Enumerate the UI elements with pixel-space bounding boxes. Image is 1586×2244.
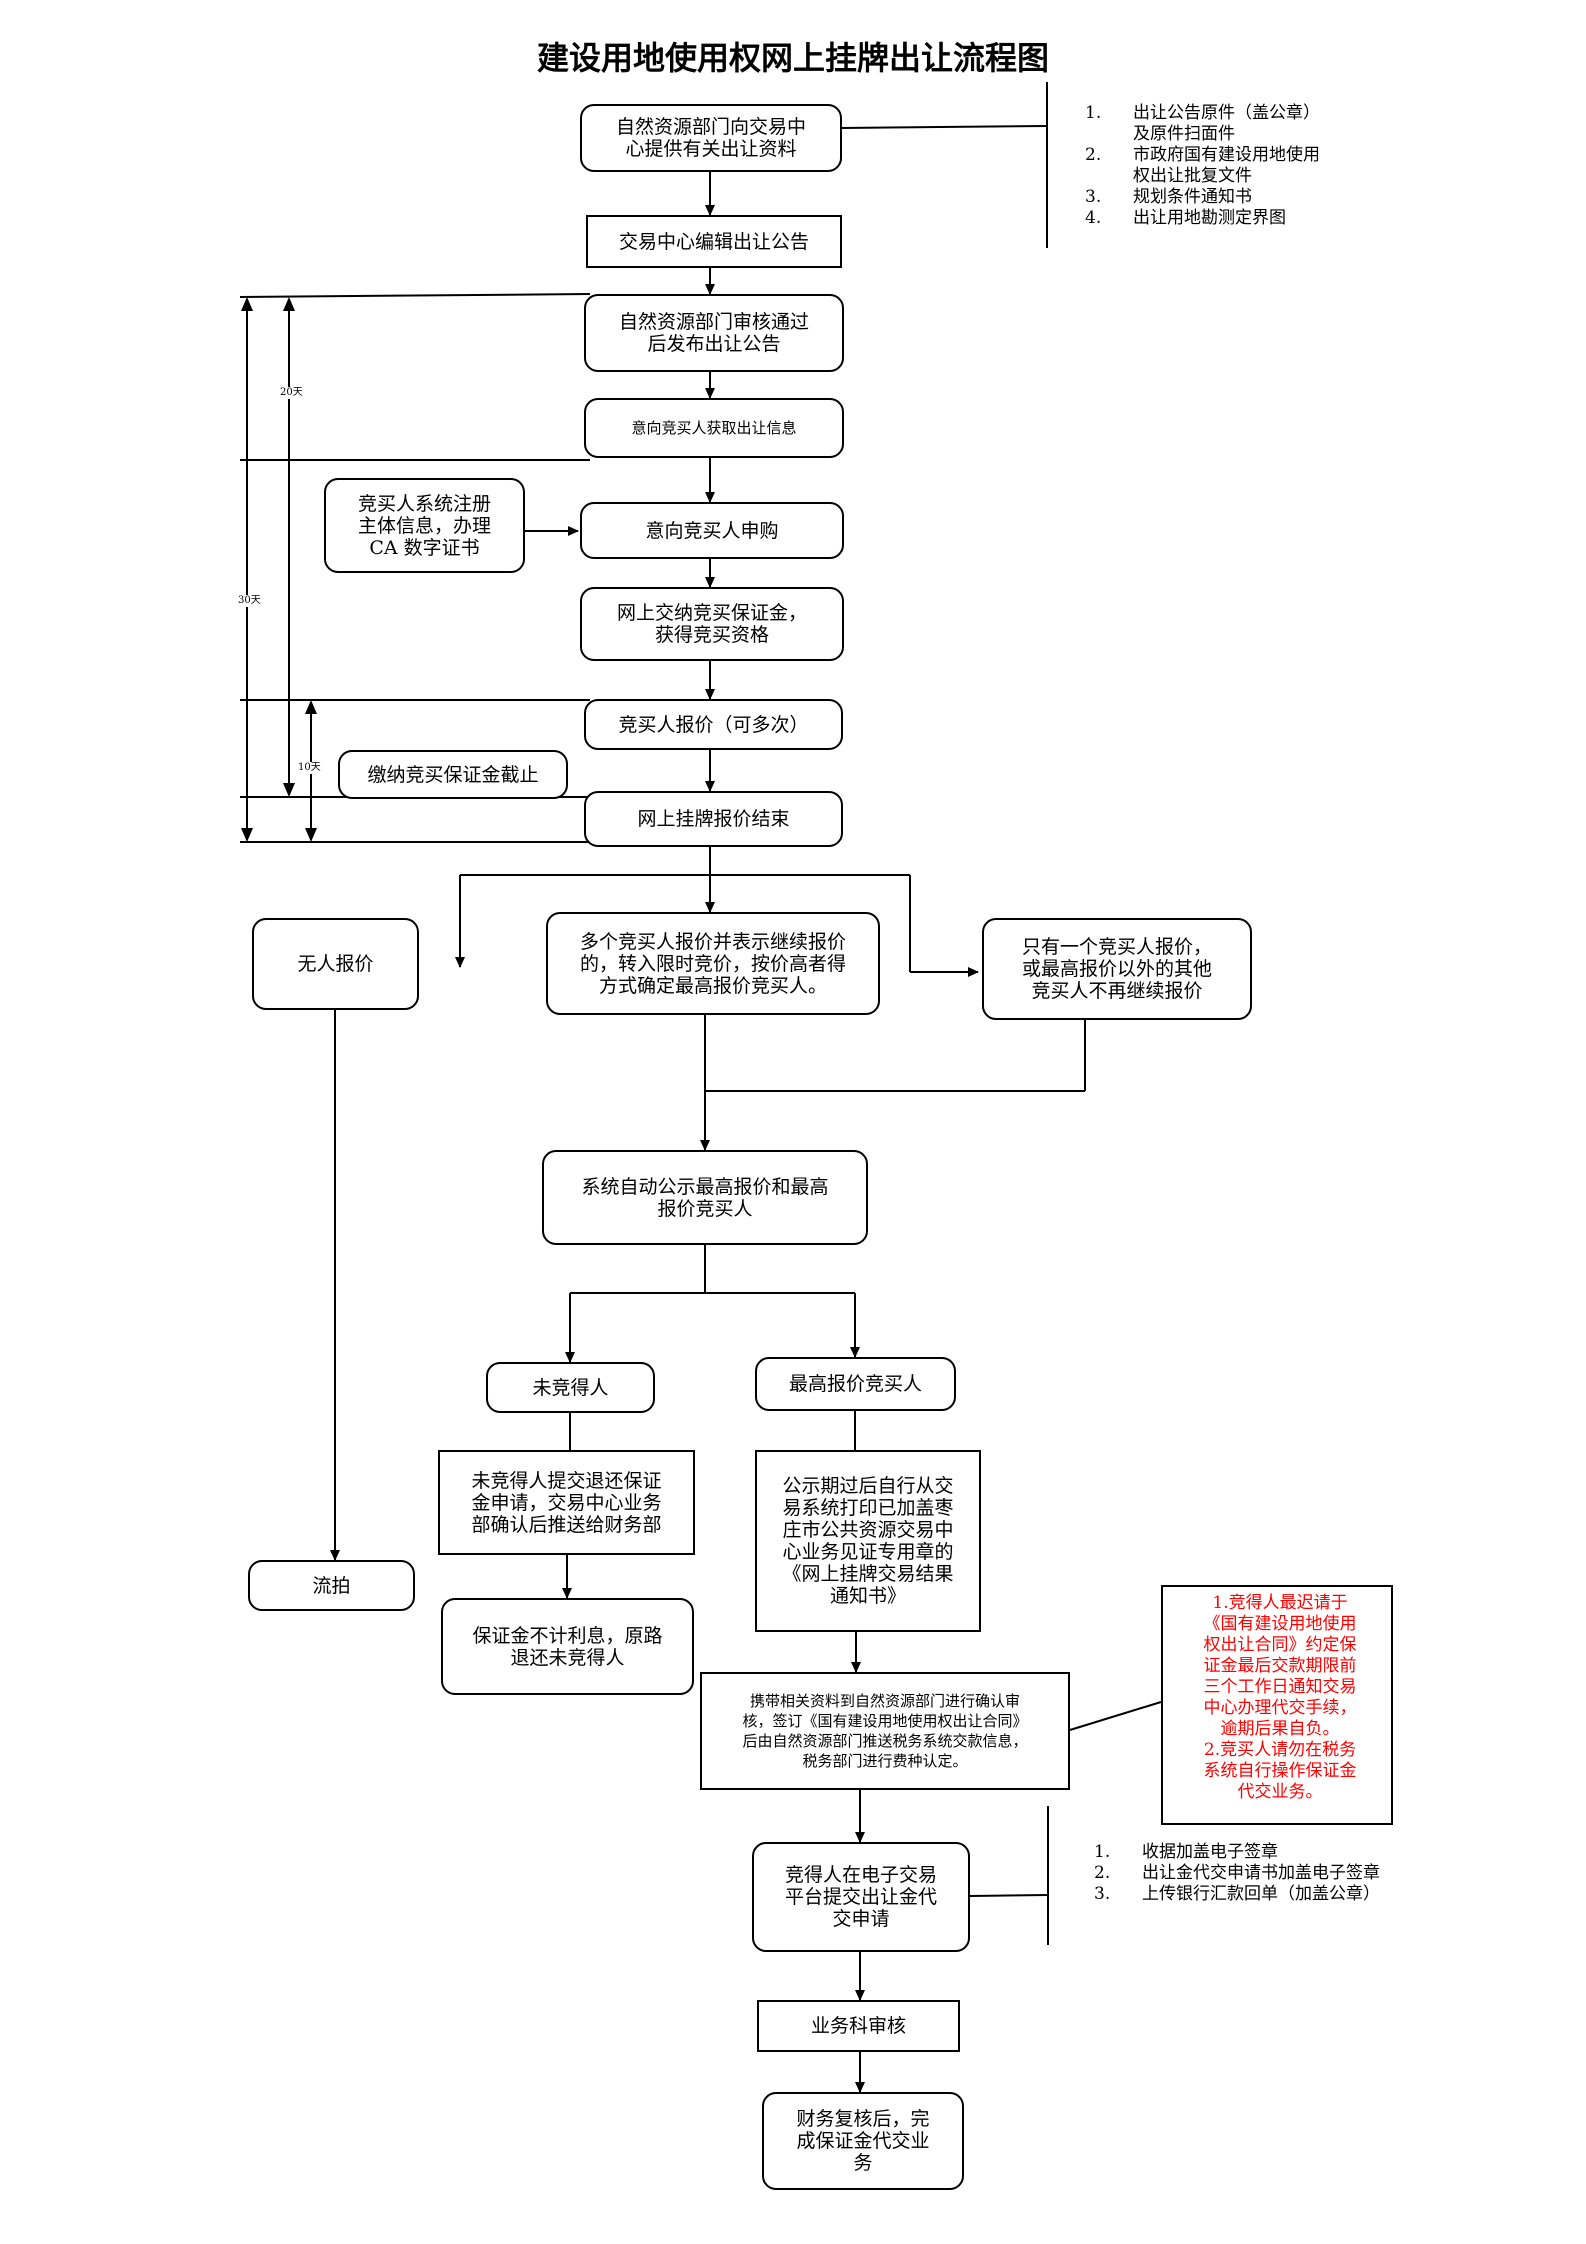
box-refund-request: 未竞得人提交退还保证 金申请，交易中心业务 部确认后推送给财务部 — [438, 1450, 695, 1555]
note-item: 2.市政府国有建设用地使用 权出让批复文件 — [1085, 145, 1320, 186]
box-register-ca: 竞买人系统注册 主体信息，办理 CA 数字证书 — [324, 478, 525, 573]
warning-box: 1.竞得人最迟请于 《国有建设用地使用 权出让合同》约定保 证金最后交款期限前 … — [1161, 1585, 1393, 1825]
box-highest-bidder: 最高报价竞买人 — [755, 1357, 956, 1411]
box-print-result-notice: 公示期过后自行从交 易系统打印已加盖枣 庄市公共资源交易中 心业务见证专用章的 … — [755, 1450, 981, 1632]
notes-bottom: 1.收据加盖电子签章 2.出让金代交申请书加盖电子签章 3.上传银行汇款回单（加… — [1094, 1842, 1474, 1905]
box-bidding: 竞买人报价（可多次） — [584, 699, 843, 750]
note-item: 3.规划条件通知书 — [1085, 187, 1252, 207]
box-single-bidder: 只有一个竞买人报价， 或最高报价以外的其他 竞买人不再继续报价 — [982, 918, 1252, 1020]
box-auction-failed: 流拍 — [248, 1560, 415, 1611]
box-publish-announcement: 自然资源部门审核通过 后发布出让公告 — [584, 294, 844, 372]
duration-20-label: 20天 — [280, 387, 303, 399]
box-subscribe: 意向竞买人申购 — [580, 502, 844, 559]
box-deposit-deadline: 缴纳竞买保证金截止 — [338, 750, 568, 799]
box-bidding-end: 网上挂牌报价结束 — [584, 791, 843, 847]
box-provide-materials: 自然资源部门向交易中 心提供有关出让资料 — [580, 104, 842, 172]
box-non-winner: 未竞得人 — [486, 1362, 655, 1413]
box-pay-deposit: 网上交纳竞买保证金， 获得竞买资格 — [580, 587, 844, 661]
box-finance-complete: 财务复核后，完 成保证金代交业 务 — [762, 2092, 964, 2190]
box-confirm-contract: 携带相关资料到自然资源部门进行确认审 核，签订《国有建设用地使用权出让合同》 后… — [700, 1672, 1070, 1790]
box-publicize-highest: 系统自动公示最高报价和最高 报价竞买人 — [542, 1150, 868, 1245]
notes-top: 1.出让公告原件（盖公章） 及原件扫面件 2.市政府国有建设用地使用 权出让批复… — [1085, 103, 1415, 229]
note-item: 3.上传银行汇款回单（加盖公章） — [1094, 1884, 1380, 1904]
box-no-bid: 无人报价 — [252, 918, 419, 1010]
duration-10-label: 10天 — [298, 762, 321, 774]
box-edit-announcement: 交易中心编辑出让公告 — [586, 215, 842, 268]
duration-30-label: 30天 — [238, 595, 261, 607]
note-item: 1.收据加盖电子签章 — [1094, 1842, 1278, 1862]
note-item: 1.出让公告原件（盖公章） 及原件扫面件 — [1085, 103, 1320, 144]
box-business-review: 业务科审核 — [757, 2000, 960, 2052]
box-obtain-info: 意向竞买人获取出让信息 — [584, 398, 844, 458]
note-item: 2.出让金代交申请书加盖电子签章 — [1094, 1863, 1380, 1883]
box-refund-deposit: 保证金不计利息，原路 退还未竞得人 — [441, 1598, 694, 1695]
page-title: 建设用地使用权网上挂牌出让流程图 — [536, 39, 1049, 77]
box-multiple-bidders: 多个竞买人报价并表示继续报价 的，转入限时竞价，按价高者得 方式确定最高报价竞买… — [546, 912, 880, 1015]
box-submit-payment-request: 竞得人在电子交易 平台提交出让金代 交申请 — [752, 1842, 970, 1952]
note-item: 4.出让用地勘测定界图 — [1085, 208, 1286, 228]
